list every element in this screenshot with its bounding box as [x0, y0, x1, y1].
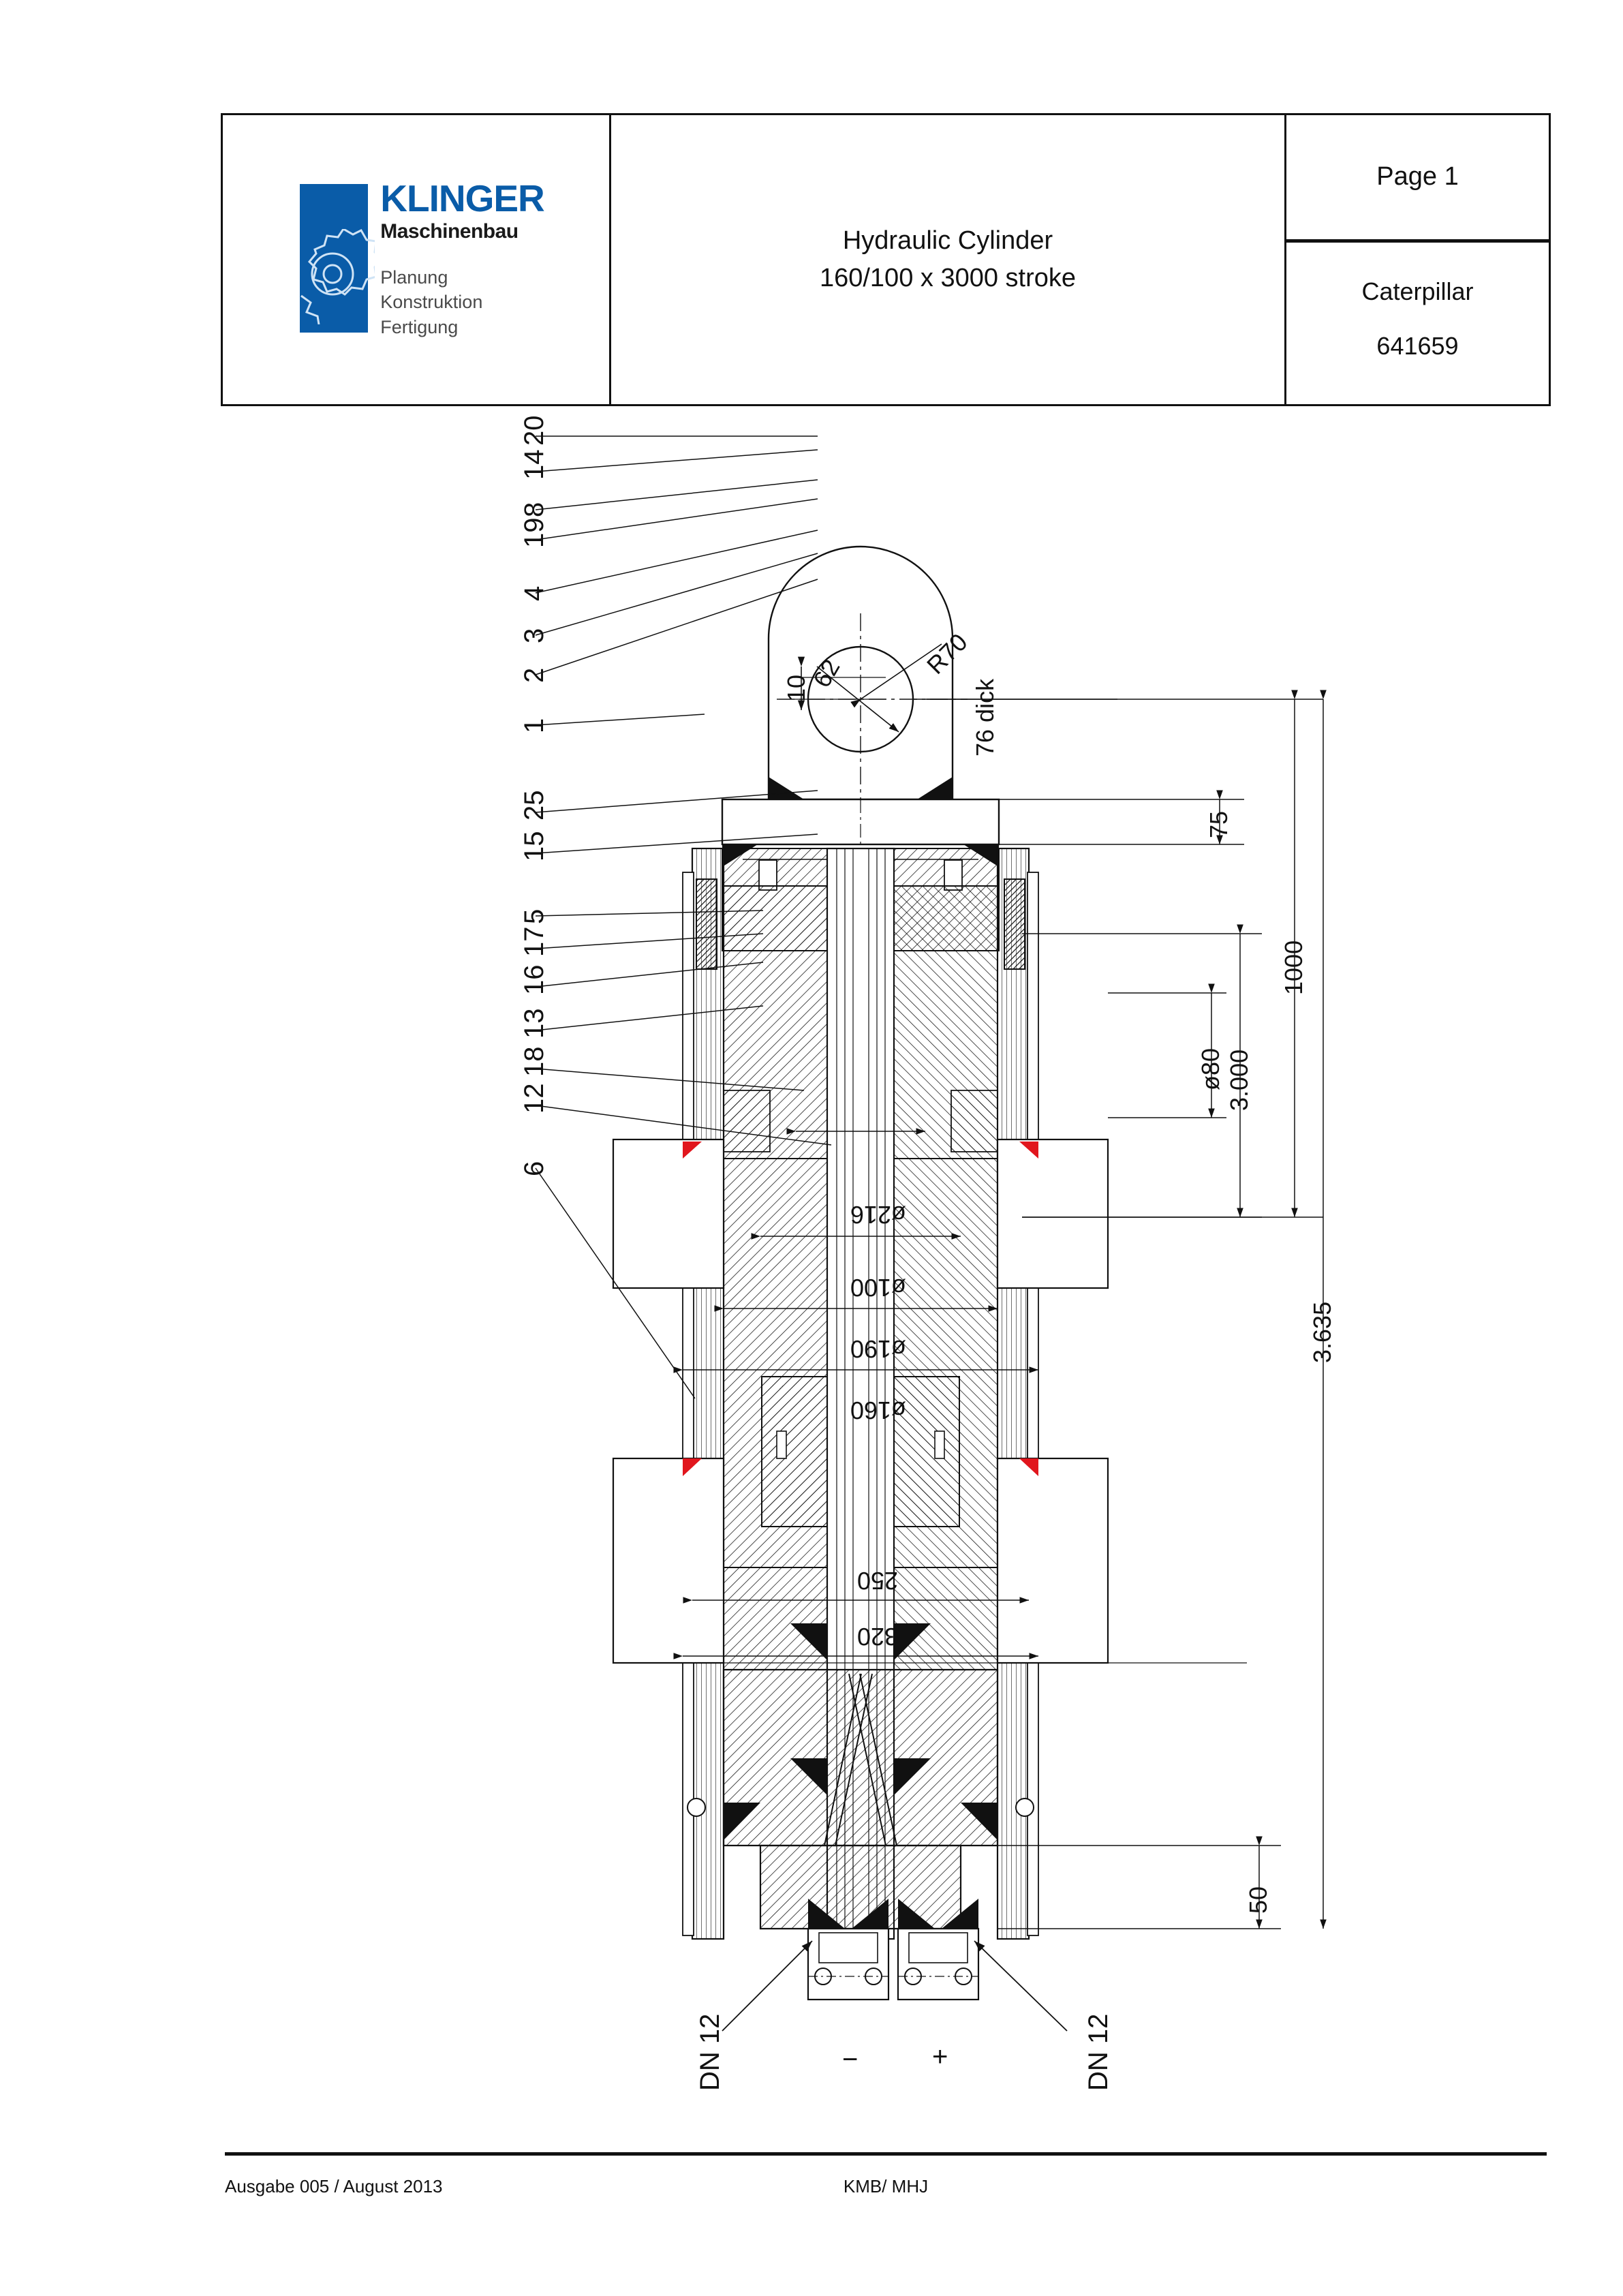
- dim-3000: 3.000: [1225, 1049, 1253, 1111]
- klinger-logo: KLINGER Maschinenbau Planung Konstruktio…: [288, 180, 545, 339]
- seal-marker: [1019, 1142, 1038, 1159]
- dim-3635: 3.635: [1308, 1301, 1336, 1363]
- hydraulic-ports: [722, 1899, 1068, 2032]
- cylinder-tube: [682, 847, 1039, 1940]
- balloon-label-1: 1: [519, 718, 549, 733]
- page-number-cell: Page 1: [1286, 115, 1549, 243]
- balloon-label-13: 13: [519, 1008, 549, 1039]
- balloon-label-14: 14: [519, 449, 549, 480]
- balloon-label-19: 19: [519, 517, 549, 549]
- logo-block-icon: [300, 184, 375, 333]
- balloon-label-17: 17: [519, 926, 549, 958]
- balloon-label-18: 18: [519, 1046, 549, 1077]
- dim-eye-10: 10: [782, 674, 810, 702]
- piston: [761, 1376, 960, 1527]
- balloon-label-3: 3: [519, 628, 549, 643]
- logo-services: Planung Konstruktion Fertigung: [380, 264, 544, 339]
- balloon-label-15: 15: [519, 831, 549, 862]
- lower-flange: [612, 1457, 1109, 1664]
- dim-body-320: 320: [856, 1623, 898, 1651]
- dowel-pin: [1015, 1798, 1034, 1817]
- balloon-label-12: 12: [519, 1083, 549, 1114]
- part-number: 641659: [1376, 332, 1459, 361]
- note-76-dick: 76 dick: [971, 678, 999, 756]
- bore-dimension-lines: [613, 1128, 1247, 1664]
- port-sign-plus: +: [932, 2042, 948, 2072]
- drawing-title-cell: Hydraulic Cylinder 160/100 x 3000 stroke: [611, 115, 1286, 404]
- balloon-label-4: 4: [519, 585, 549, 601]
- dim-body-250: 250: [856, 1567, 898, 1595]
- logo-text-group: KLINGER Maschinenbau Planung Konstruktio…: [380, 180, 544, 339]
- middle-flange: [612, 1138, 1109, 1289]
- footer: Ausgabe 005 / August 2013 KMB/ MHJ: [225, 2166, 1547, 2207]
- balloon-label-25: 25: [519, 790, 549, 821]
- cylinder-section-view: [535, 435, 1327, 2032]
- dim-bore-100: ø100: [850, 1274, 906, 1302]
- footer-revision: Ausgabe 005 / August 2013: [225, 2175, 443, 2196]
- dim-bore-160: ø160: [850, 1396, 906, 1424]
- drawing-title: Hydraulic Cylinder 160/100 x 3000 stroke: [820, 222, 1076, 297]
- dowel-pin: [687, 1798, 706, 1817]
- dim-1000: 1000: [1280, 940, 1308, 995]
- balloon-leader-lines: [535, 435, 832, 1399]
- port-sign-minus: −: [842, 2045, 859, 2075]
- dim-bore-216: ø216: [850, 1201, 906, 1229]
- dim-rod-80: ø80: [1196, 1047, 1224, 1090]
- balloon-label-5: 5: [519, 908, 549, 924]
- company-logo-cell: KLINGER Maschinenbau Planung Konstruktio…: [223, 115, 611, 404]
- seal-marker: [1019, 1458, 1038, 1476]
- customer-cell: Caterpillar 641659: [1286, 243, 1549, 404]
- title-block: KLINGER Maschinenbau Planung Konstruktio…: [221, 113, 1551, 406]
- dim-75: 75: [1205, 810, 1233, 838]
- port-label-left: DN 12: [695, 2013, 725, 2091]
- gear-icon: [300, 229, 375, 325]
- title-block-right-column: Page 1 Caterpillar 641659: [1286, 115, 1549, 404]
- logo-service-fertigung: Fertigung: [380, 317, 459, 338]
- balloon-label-20: 20: [519, 415, 549, 446]
- drawing-title-line2: 160/100 x 3000 stroke: [819, 264, 1077, 292]
- footer-author: KMB/ MHJ: [843, 2175, 929, 2196]
- balloon-label-16: 16: [519, 964, 549, 996]
- balloon-label-6: 6: [519, 1161, 549, 1176]
- seal-marker: [683, 1458, 702, 1476]
- logo-service-konstruktion: Konstruktion: [380, 292, 483, 313]
- dim-50: 50: [1244, 1886, 1272, 1914]
- logo-subtitle: Maschinenbau: [380, 220, 519, 243]
- logo-service-planung: Planung: [380, 266, 448, 288]
- balloon-label-8: 8: [519, 502, 549, 517]
- customer-name: Caterpillar: [1361, 277, 1474, 306]
- logo-brand: KLINGER: [380, 177, 544, 220]
- footer-divider: [225, 2152, 1547, 2156]
- seal-marker: [683, 1142, 702, 1159]
- head-thread-collar: [696, 878, 1025, 970]
- drawing-title-line1: Hydraulic Cylinder: [842, 226, 1053, 255]
- page-number: Page 1: [1376, 162, 1459, 192]
- balloon-label-2: 2: [519, 667, 549, 683]
- dimension-lines-right: [927, 690, 1327, 1929]
- port-label-right: DN 12: [1083, 2013, 1113, 2091]
- dim-bore-190: ø190: [850, 1335, 906, 1363]
